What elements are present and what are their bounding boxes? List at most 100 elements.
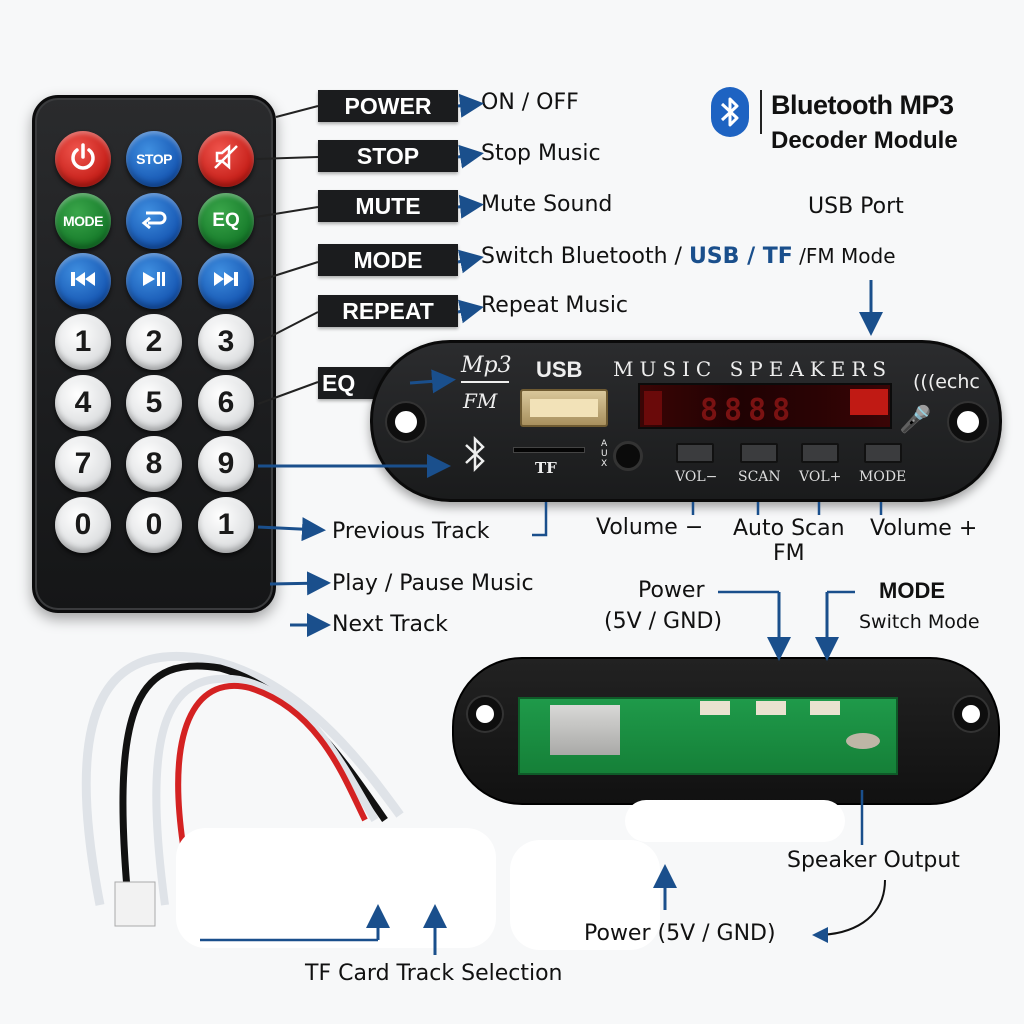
annot-tf-card-track: TF Card Track Selection	[305, 961, 563, 986]
mount-hole-left	[387, 403, 425, 441]
remote-key-7[interactable]: 7	[55, 436, 111, 492]
desc-mode: Switch Bluetooth / USB / TF /FM Mode	[481, 244, 896, 269]
remote-key-8[interactable]: 8	[126, 436, 182, 492]
desc-stop: Stop Music	[481, 141, 601, 166]
desc-mode-usb: USB	[688, 244, 740, 269]
key-label-vol-plus: VOL+	[799, 469, 842, 485]
key-vol-plus[interactable]	[801, 443, 839, 463]
blank-area-2	[510, 840, 660, 950]
remote-key-9[interactable]: 9	[198, 436, 254, 492]
play-pause-icon	[141, 270, 167, 293]
annot-power-bottom: Power (5V / GND)	[584, 921, 776, 946]
key-label-scan: SCAN	[738, 469, 781, 485]
key-scan[interactable]	[740, 443, 778, 463]
next-track-icon	[212, 270, 240, 293]
music-speakers-text: MUSIC SPEAKERS	[613, 357, 893, 381]
key-label-vol-minus: VOL−	[675, 469, 718, 485]
pcb-crystal	[846, 733, 880, 749]
fm-logo: FM	[463, 389, 498, 413]
desc-mute: Mute Sound	[481, 192, 613, 217]
back-hole-right	[954, 697, 988, 731]
mute-icon	[211, 142, 241, 177]
echo-logo: (((echc	[913, 371, 980, 393]
annot-speaker-output: Speaker Output	[787, 848, 960, 873]
bluetooth-logo-icon	[711, 87, 749, 137]
repeat-icon	[140, 207, 168, 236]
tag-repeat: REPEAT	[318, 295, 458, 327]
usb-port[interactable]	[520, 389, 608, 427]
desc-mode-suffix: /FM Mode	[792, 244, 896, 268]
title-line2: Decoder Module	[771, 127, 958, 154]
aux-jack[interactable]	[613, 441, 643, 471]
remote-next-button[interactable]	[198, 253, 254, 309]
remote-key-1b[interactable]: 1	[198, 497, 254, 553]
remote-key-4[interactable]: 4	[55, 375, 111, 431]
remote-mode-button[interactable]: MODE	[55, 193, 111, 249]
ir-remote-control: STOP MODE EQ 1 2 3 4 5 6 7 8 9 0 0 1	[32, 95, 276, 613]
annot-power-voltage: (5V / GND)	[604, 609, 723, 634]
led-display: 8888	[638, 383, 892, 429]
annot-power: Power	[638, 578, 705, 603]
mp3-logo: Mp3	[461, 353, 512, 378]
remote-power-button[interactable]	[55, 131, 111, 187]
remote-key-2[interactable]: 2	[126, 314, 182, 370]
tag-power: POWER	[318, 90, 458, 122]
previous-track-icon	[69, 270, 97, 293]
remote-key-3[interactable]: 3	[198, 314, 254, 370]
aux-label: AUX	[601, 439, 608, 469]
tf-label: TF	[535, 459, 557, 477]
blank-area-3	[625, 800, 845, 842]
usb-text: USB	[536, 357, 583, 382]
desc-power: ON / OFF	[481, 90, 579, 115]
remote-key-0a[interactable]: 0	[55, 497, 111, 553]
microphone-icon: 🎤	[899, 405, 932, 435]
annot-volume-plus: Volume +	[870, 516, 978, 541]
tag-stop: STOP	[318, 140, 458, 172]
display-digits: 8888	[700, 393, 797, 428]
desc-play-pause: Play / Pause Music	[332, 571, 534, 596]
blank-area-1	[176, 828, 496, 948]
pcb-button-1	[700, 701, 730, 715]
remote-stop-button[interactable]: STOP	[126, 131, 182, 187]
circuit-board	[518, 697, 898, 775]
tf-card-slot[interactable]	[513, 447, 585, 453]
annot-switch-mode: Switch Mode	[859, 611, 980, 633]
desc-mode-tf: TF	[762, 244, 793, 269]
key-label-mode: MODE	[859, 469, 907, 485]
usb-port-label: USB Port	[808, 194, 904, 219]
remote-repeat-button[interactable]	[126, 193, 182, 249]
title-line1: Bluetooth MP3	[771, 90, 954, 120]
remote-mute-button[interactable]	[198, 131, 254, 187]
tf-socket	[550, 705, 620, 755]
tag-mode: MODE	[318, 244, 458, 276]
pcb-button-3	[810, 701, 840, 715]
remote-key-5[interactable]: 5	[126, 375, 182, 431]
remote-key-0b[interactable]: 0	[126, 497, 182, 553]
back-hole-left	[468, 697, 502, 731]
annot-auto-scan: Auto Scan	[733, 516, 845, 541]
mount-hole-right	[949, 403, 987, 441]
tag-mute: MUTE	[318, 190, 458, 222]
remote-previous-button[interactable]	[55, 253, 111, 309]
remote-play-pause-button[interactable]	[126, 253, 182, 309]
desc-previous-track: Previous Track	[332, 519, 490, 544]
annot-volume-minus: Volume −	[596, 515, 704, 540]
key-mode[interactable]	[864, 443, 902, 463]
remote-key-1[interactable]: 1	[55, 314, 111, 370]
remote-key-6[interactable]: 6	[198, 375, 254, 431]
power-icon	[68, 142, 98, 177]
decoder-module-back	[452, 657, 1000, 805]
bluetooth-symbol-icon	[463, 435, 487, 477]
pcb-button-2	[756, 701, 786, 715]
remote-eq-button[interactable]: EQ	[198, 193, 254, 249]
title-divider	[760, 90, 762, 134]
annot-mode: MODE	[879, 578, 945, 603]
key-vol-minus[interactable]	[676, 443, 714, 463]
logo-divider	[461, 381, 509, 383]
desc-mode-prefix: Switch Bluetooth /	[481, 244, 689, 269]
desc-mode-sep: /	[739, 244, 763, 269]
desc-repeat: Repeat Music	[481, 293, 629, 318]
annot-auto-scan-fm: FM	[773, 541, 805, 566]
decoder-module-front: Mp3 FM USB MUSIC SPEAKERS 8888 (((echc 🎤…	[370, 340, 1002, 502]
desc-next-track: Next Track	[332, 612, 448, 637]
